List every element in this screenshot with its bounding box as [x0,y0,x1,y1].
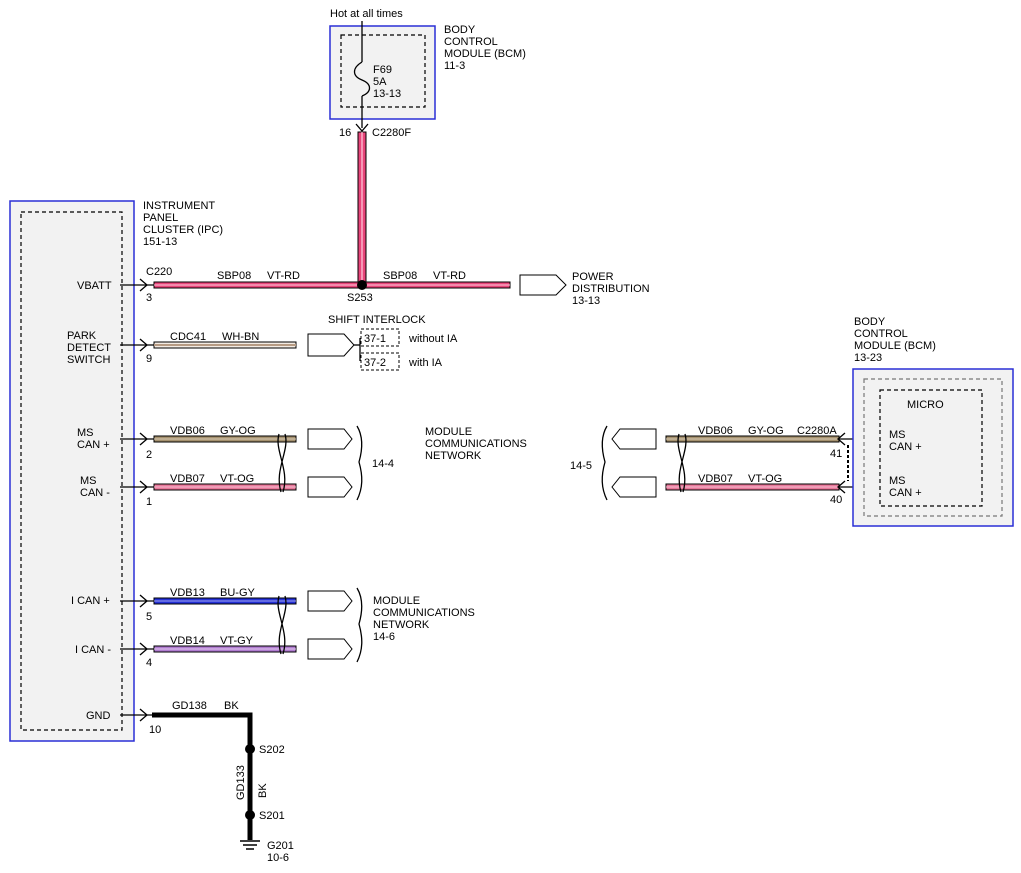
pin-1-label: 1 [146,496,152,508]
s202-splice-dot [245,744,255,754]
i-can-bracket [356,587,363,663]
ms-can-minus-arrow [307,476,353,498]
ms-can-left-bracket [356,425,363,501]
power-distribution-label: POWER DISTRIBUTION 13-13 [572,271,653,307]
bcm-ms-can-plus-top-label: MS CAN + [889,429,922,453]
gnd-chevron [139,708,148,722]
shift-interlock-arrow [307,333,355,357]
gd133-bk-label: BK [257,783,269,798]
pin-40-label: 40 [830,494,842,506]
g201-label: G201 10-6 [267,840,297,864]
ref-14-4-label: 14-4 [372,458,394,470]
vdb14-label: VDB14 [170,635,205,647]
vt-rd-right-label: VT-RD [433,270,466,282]
without-ia-label: without IA [408,333,458,345]
hot-at-all-times-label: Hot at all times [330,8,403,20]
vdb13-label: VDB13 [170,587,205,599]
c2280a-label: C2280A [797,425,837,437]
c2280f-connector-symbol [355,123,369,132]
vt-gy-label: VT-GY [220,635,254,647]
ms-can-right-bracket [601,425,608,501]
ipc-inner-dashed [20,211,123,731]
ms-can-plus-chevron [139,432,148,446]
pin-40-chevron [837,480,846,494]
vdb06-right-label: VDB06 [698,425,733,437]
bu-gy-label: BU-GY [220,587,256,599]
s201-label: S201 [259,810,285,822]
i-can-plus-label: I CAN + [71,595,110,607]
ms-can-twist-right [677,433,687,493]
pin-5-label: 5 [146,611,152,623]
vdb07-right-label: VDB07 [698,473,733,485]
sbp08-left-label: SBP08 [217,270,251,282]
i-can-minus-arrow [307,638,353,660]
ipc-title: INSTRUMENT PANEL CLUSTER (IPC) 151-13 [143,200,226,248]
ms-can-twist-left [277,433,287,493]
with-ia-label: with IA [408,357,443,369]
s253-label: S253 [347,292,373,304]
fuse-f69-symbol [353,61,371,97]
pin-16-label: 16 [339,127,351,139]
i-can-network-label: MODULE COMMUNICATIONS NETWORK 14-6 [373,595,478,643]
i-can-twist [277,595,287,655]
s201-splice-dot [245,810,255,820]
i-can-minus-chevron [139,642,148,656]
vt-og-right-label: VT-OG [748,473,782,485]
pin-2-label: 2 [146,449,152,461]
vt-og-left-label: VT-OG [220,473,254,485]
ref-37-2-label: 37-2 [364,357,386,369]
fuse-f69-label: F69 5A 13-13 [373,64,401,100]
s253-splice-dot [357,280,367,290]
gd138-bk-label: BK [224,700,239,712]
ms-can-network-label: MODULE COMMUNICATIONS NETWORK [425,426,530,462]
c2280f-label: C2280F [372,127,411,139]
i-can-minus-label: I CAN - [75,644,111,656]
ipc-ms-can-minus-label: MS CAN - [80,475,110,499]
pin-41-label: 41 [830,448,842,460]
pin-10-label: 10 [149,724,161,736]
park-detect-switch-label: PARK DETECT SWITCH [67,330,114,366]
power-distribution-arrow [519,274,567,296]
sbp08-right-label: SBP08 [383,270,417,282]
vdb06-left-label: VDB06 [170,425,205,437]
vt-rd-left-label: VT-RD [267,270,300,282]
ref-37-2-box [360,352,400,371]
bcm-ms-can-plus-bottom-label: MS CAN + [889,475,922,499]
ref-37-1-label: 37-1 [364,333,386,345]
bcm-top-title: BODY CONTROL MODULE (BCM) 11-3 [444,24,529,72]
micro-label: MICRO [907,399,944,411]
ipc-ms-can-plus-label: MS CAN + [77,427,110,451]
vdb07-left-label: VDB07 [170,473,205,485]
bcm-ms-can-bottom-arrow [611,476,657,498]
gd133-label: GD133 [235,765,247,800]
c220-label: C220 [146,266,172,278]
gy-og-left-label: GY-OG [220,425,256,437]
pin-41-chevron [837,432,846,446]
pin-9-label: 9 [146,353,152,365]
ref-37-1-box [360,328,400,347]
ref-14-5-label: 14-5 [570,460,592,472]
ms-can-plus-arrow [307,428,353,450]
vbatt-label: VBATT [77,280,112,292]
s202-label: S202 [259,744,285,756]
pin-4-label: 4 [146,657,152,669]
gnd-label: GND [86,710,111,722]
pin-3-label: 3 [146,292,152,304]
park-connector-chevron [139,338,148,352]
ground-symbol [240,840,260,850]
gd138-label: GD138 [172,700,207,712]
shift-interlock-label: SHIFT INTERLOCK [328,314,426,326]
gd138-bk-wire [152,712,253,840]
wh-bn-label: WH-BN [222,331,259,343]
bcm-ms-can-top-arrow [611,428,657,450]
vbatt-connector-chevron [139,278,148,292]
bcm-right-title: BODY CONTROL MODULE (BCM) 13-23 [854,316,939,364]
micro-dashed-box [879,389,983,507]
gy-og-right-label: GY-OG [748,425,784,437]
i-can-plus-arrow [307,590,353,612]
cdc41-label: CDC41 [170,331,206,343]
i-can-plus-chevron [139,594,148,608]
ms-can-minus-chevron [139,480,148,494]
